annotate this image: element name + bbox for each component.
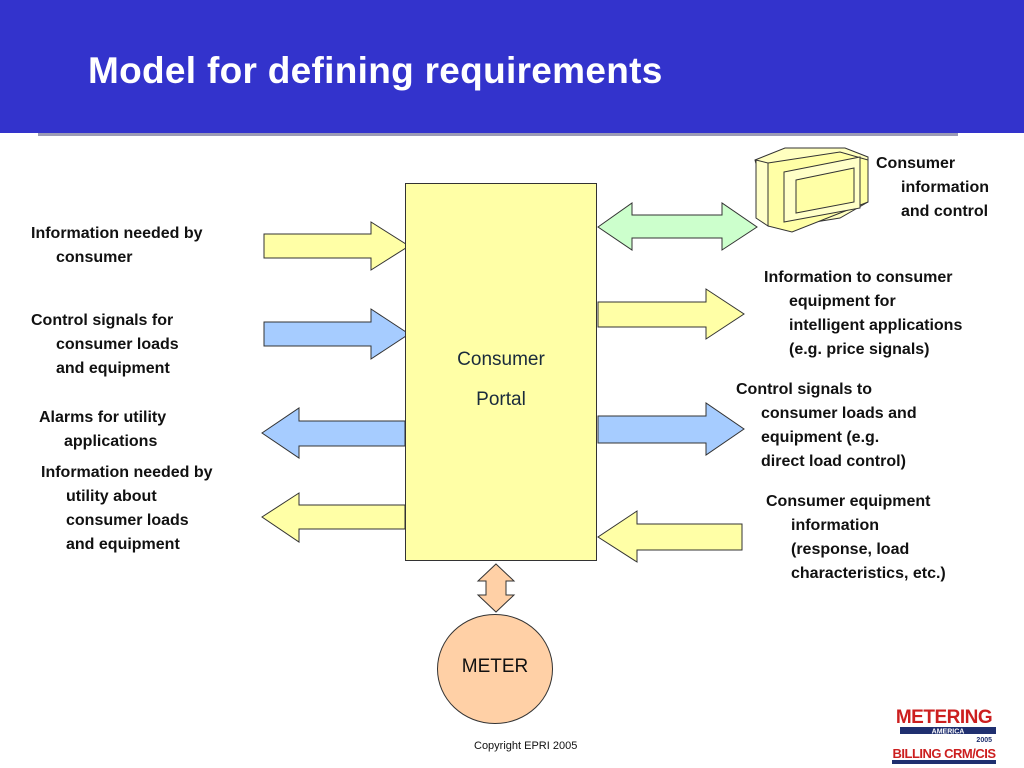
label-line: utility about <box>66 488 157 505</box>
arrow-alarms-out <box>261 407 406 459</box>
label-consumer-info-control: Consumer information and control <box>876 152 989 224</box>
label-line: consumer <box>56 249 133 266</box>
consumer-portal-line1: Consumer <box>457 349 545 370</box>
logo-line2: AMERICA <box>932 729 965 736</box>
page-title: Model for defining requirements <box>88 50 663 91</box>
title-divider <box>38 133 958 136</box>
label-line: consumer loads and <box>761 405 917 422</box>
label-line: Consumer equipment <box>766 493 931 510</box>
label-line: Consumer <box>876 155 956 172</box>
consumer-portal-box <box>405 183 597 561</box>
logo-line1: METERING <box>896 707 992 728</box>
label-line: information <box>791 517 879 534</box>
label-line: information <box>901 179 989 196</box>
arrow-info-to-equipment <box>597 288 745 340</box>
label-line: Alarms for utility <box>39 409 167 426</box>
label-alarms: Alarms for utility applications <box>39 406 166 454</box>
label-line: consumer loads <box>56 336 179 353</box>
arrow-control-signals-out <box>597 402 745 456</box>
label-info-needed-by-consumer: Information needed by consumer <box>31 222 203 270</box>
label-equipment-info: Consumer equipment information (response… <box>766 490 946 586</box>
label-line: Control signals to <box>736 381 872 398</box>
metering-america-logo: METERING AMERICA 2005 BILLING CRM/CIS <box>892 706 997 764</box>
copyright-text: Copyright EPRI 2005 <box>474 740 578 752</box>
label-info-needed-by-utility: Information needed by utility about cons… <box>41 461 213 557</box>
label-line: and equipment <box>56 360 170 377</box>
computer-monitor-icon <box>754 147 869 233</box>
label-line: equipment for <box>789 293 896 310</box>
label-line: and equipment <box>66 536 180 553</box>
label-control-signals-for-loads: Control signals for consumer loads and e… <box>31 309 179 381</box>
arrow-equipment-info-in <box>597 510 743 563</box>
arrow-info-to-consumer <box>263 221 410 271</box>
label-line: intelligent applications <box>789 317 963 334</box>
label-line: (e.g. price signals) <box>789 341 930 358</box>
label-line: consumer loads <box>66 512 189 529</box>
logo-line3: 2005 <box>976 737 992 744</box>
meter-circle <box>437 614 553 724</box>
label-line: (response, load <box>791 541 910 558</box>
header-banner <box>0 0 1024 133</box>
label-line: Control signals for <box>31 312 174 329</box>
arrow-info-to-utility <box>261 492 406 543</box>
label-line: characteristics, etc.) <box>791 565 946 582</box>
label-line: direct load control) <box>761 453 906 470</box>
label-line: equipment (e.g. <box>761 429 880 446</box>
label-line: Information needed by <box>31 225 203 242</box>
arrow-control-signals-in <box>263 308 410 360</box>
label-control-signals-to: Control signals to consumer loads and eq… <box>736 378 917 474</box>
logo-line4: BILLING CRM/CIS <box>893 746 997 761</box>
label-line: Information to consumer <box>764 269 953 286</box>
consumer-portal-line2: Portal <box>476 389 526 410</box>
arrow-consumer-interface-bidirectional <box>597 202 758 251</box>
label-line: Information needed by <box>41 464 213 481</box>
consumer-portal-label: Consumer Portal <box>405 340 597 420</box>
label-info-to-equipment: Information to consumer equipment for in… <box>764 266 962 362</box>
label-line: and control <box>901 203 989 220</box>
meter-label: METER <box>461 656 529 677</box>
label-line: applications <box>64 433 158 450</box>
arrow-portal-meter-bidirectional <box>476 563 516 613</box>
